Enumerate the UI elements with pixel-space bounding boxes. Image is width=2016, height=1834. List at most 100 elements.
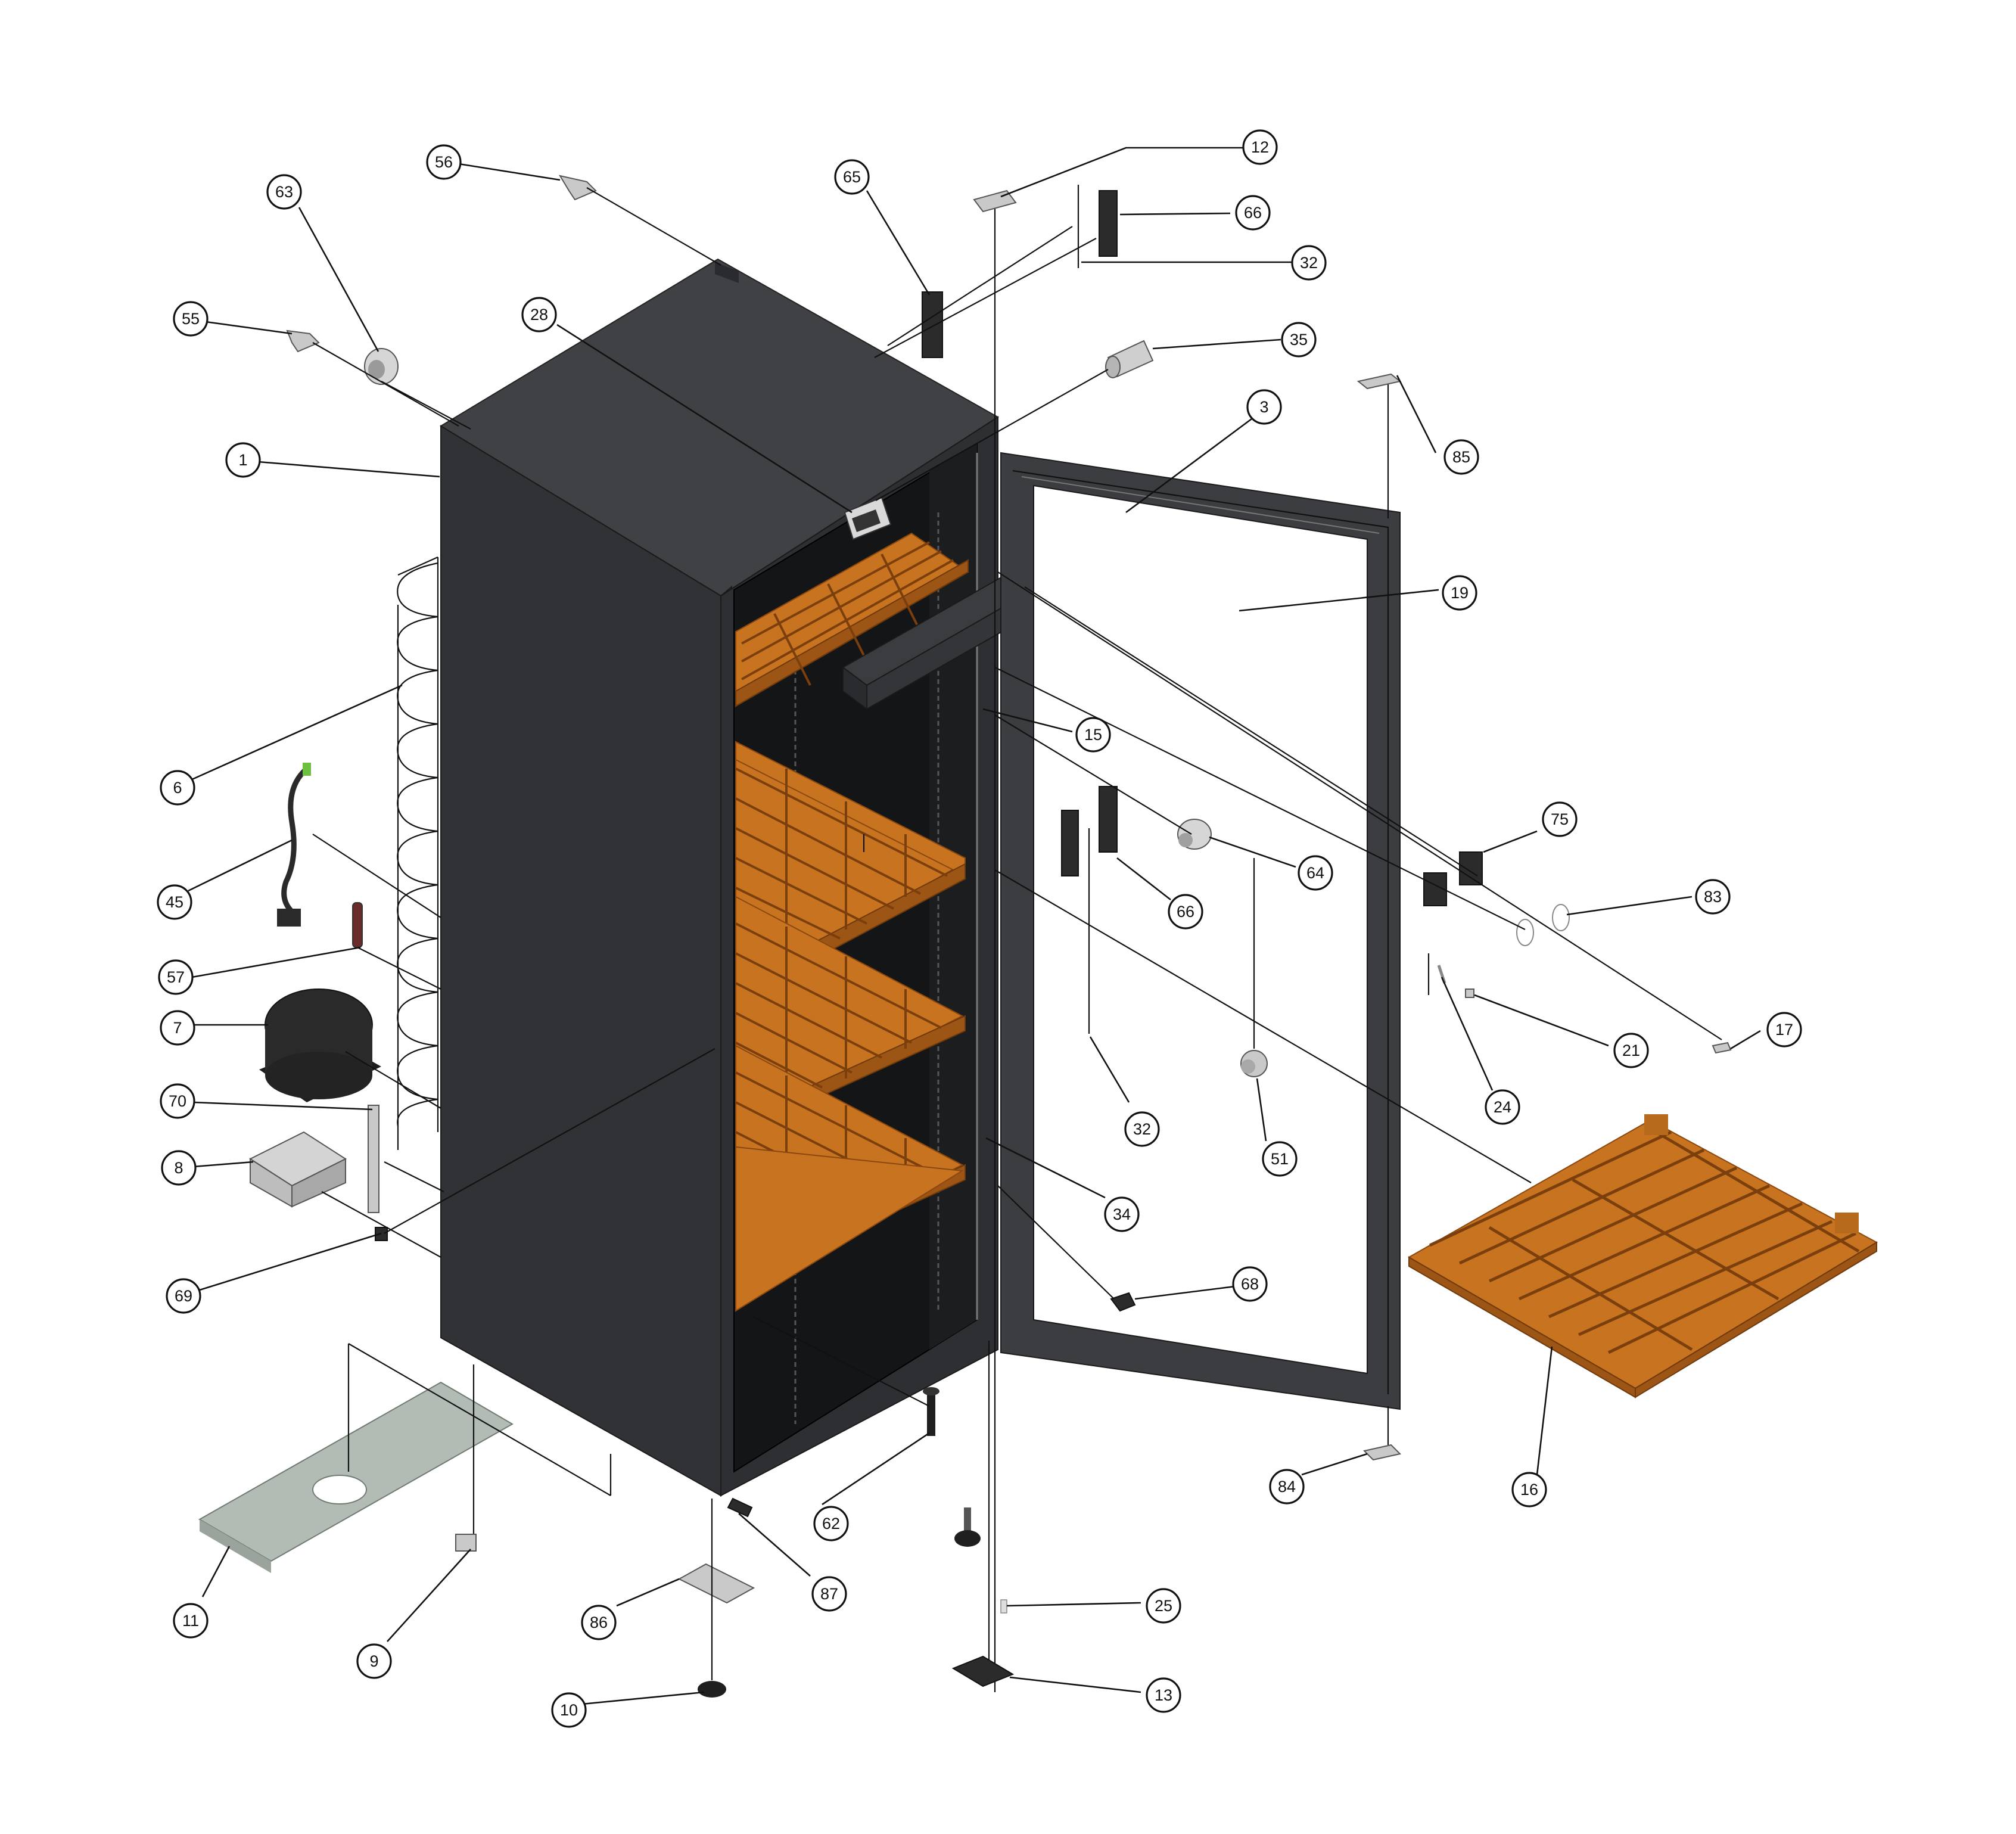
svg-text:64: 64: [1306, 864, 1324, 882]
glass-door: [1001, 453, 1400, 1409]
svg-text:25: 25: [1155, 1597, 1172, 1615]
svg-text:9: 9: [369, 1652, 378, 1670]
svg-text:28: 28: [530, 306, 548, 324]
callout-21: 21: [1614, 1034, 1648, 1067]
part-86-plate: [679, 1564, 754, 1603]
part-62-foot: [923, 1387, 939, 1436]
svg-text:17: 17: [1775, 1021, 1793, 1039]
callout-8: 8: [162, 1151, 195, 1185]
part-7-compressor: [259, 989, 381, 1102]
svg-text:86: 86: [590, 1614, 608, 1631]
part-21-cap: [1466, 989, 1474, 997]
part-8-drip-tray: [250, 1132, 346, 1207]
callout-66-lower: 66: [1169, 895, 1202, 928]
part-64-grommet: [1178, 819, 1211, 849]
callout-57: 57: [159, 960, 192, 994]
svg-text:69: 69: [175, 1287, 192, 1305]
svg-text:65: 65: [843, 168, 861, 186]
svg-text:55: 55: [182, 310, 200, 328]
callout-35: 35: [1282, 323, 1315, 356]
part-57-drier: [353, 903, 362, 947]
callout-45: 45: [158, 885, 191, 919]
svg-text:62: 62: [822, 1515, 840, 1533]
callout-32-top: 32: [1292, 246, 1326, 279]
callout-1: 1: [226, 443, 260, 477]
part-84-hinge: [1364, 1445, 1400, 1460]
part-25-pin: [1001, 1600, 1007, 1613]
svg-text:19: 19: [1451, 584, 1469, 602]
svg-text:13: 13: [1155, 1686, 1172, 1704]
svg-text:32: 32: [1300, 254, 1318, 272]
svg-text:12: 12: [1251, 138, 1269, 156]
callout-62: 62: [814, 1507, 848, 1540]
callout-70: 70: [161, 1084, 194, 1118]
callout-84: 84: [1270, 1470, 1303, 1503]
part-83-fan-blades: [1517, 904, 1569, 946]
svg-text:3: 3: [1259, 398, 1268, 416]
callout-19: 19: [1443, 576, 1476, 610]
svg-text:63: 63: [275, 183, 293, 201]
svg-text:57: 57: [167, 968, 185, 986]
callout-55: 55: [174, 302, 207, 335]
callout-66-top: 66: [1236, 196, 1270, 229]
callout-51: 51: [1263, 1142, 1296, 1176]
svg-text:32: 32: [1133, 1120, 1151, 1138]
svg-text:35: 35: [1290, 331, 1308, 349]
callout-87: 87: [813, 1577, 846, 1611]
callout-28: 28: [522, 298, 556, 331]
svg-text:21: 21: [1622, 1042, 1640, 1059]
callout-7: 7: [161, 1011, 194, 1045]
svg-text:66: 66: [1244, 204, 1262, 222]
svg-text:34: 34: [1113, 1205, 1131, 1223]
callout-16: 16: [1513, 1473, 1546, 1506]
svg-text:84: 84: [1278, 1478, 1296, 1496]
svg-text:68: 68: [1241, 1275, 1259, 1293]
callout-9: 9: [357, 1645, 391, 1678]
part-13-bottom-hinge: [953, 1656, 1013, 1686]
svg-text:6: 6: [173, 779, 182, 797]
svg-text:56: 56: [435, 153, 453, 171]
svg-text:8: 8: [174, 1159, 183, 1177]
callout-13: 13: [1147, 1678, 1180, 1712]
svg-text:10: 10: [560, 1701, 578, 1719]
part-56-bracket: [560, 176, 596, 200]
condenser-coil: [397, 557, 438, 1150]
svg-text:1: 1: [238, 451, 247, 469]
part-51-knob: [1241, 1050, 1267, 1077]
callout-83: 83: [1696, 880, 1729, 913]
callout-63: 63: [267, 175, 301, 209]
callout-85: 85: [1445, 440, 1478, 474]
svg-text:7: 7: [173, 1019, 182, 1037]
callout-25: 25: [1147, 1589, 1180, 1622]
callout-17: 17: [1768, 1013, 1801, 1046]
callout-69: 69: [167, 1279, 200, 1313]
part-66-bracket-lower: [1099, 787, 1117, 852]
part-lower-bracket: [1062, 810, 1078, 876]
svg-text:24: 24: [1494, 1098, 1511, 1116]
callout-12: 12: [1243, 130, 1277, 164]
callout-32-lower: 32: [1125, 1112, 1159, 1146]
callout-10: 10: [552, 1693, 586, 1727]
callout-11: 11: [174, 1604, 207, 1637]
svg-text:85: 85: [1452, 448, 1470, 466]
part-70-tube: [368, 1105, 379, 1213]
part-85-hinge: [1358, 374, 1400, 388]
callout-34: 34: [1105, 1198, 1138, 1231]
svg-text:15: 15: [1084, 726, 1102, 744]
callout-65: 65: [835, 160, 869, 194]
svg-text:75: 75: [1551, 810, 1569, 828]
svg-text:87: 87: [820, 1585, 838, 1603]
loose-wine-shelf: [1409, 1114, 1877, 1397]
callout-86: 86: [582, 1606, 615, 1639]
part-65-bracket: [922, 292, 942, 358]
svg-text:45: 45: [166, 893, 183, 911]
callout-56: 56: [427, 145, 461, 179]
callout-15: 15: [1077, 718, 1110, 751]
front-foot: [954, 1507, 981, 1547]
part-9-clip: [456, 1534, 476, 1551]
callout-68: 68: [1233, 1267, 1267, 1301]
callout-64: 64: [1299, 856, 1332, 890]
svg-text:16: 16: [1520, 1481, 1538, 1499]
svg-text:66: 66: [1177, 903, 1194, 921]
part-35-cylinder: [1106, 341, 1153, 378]
